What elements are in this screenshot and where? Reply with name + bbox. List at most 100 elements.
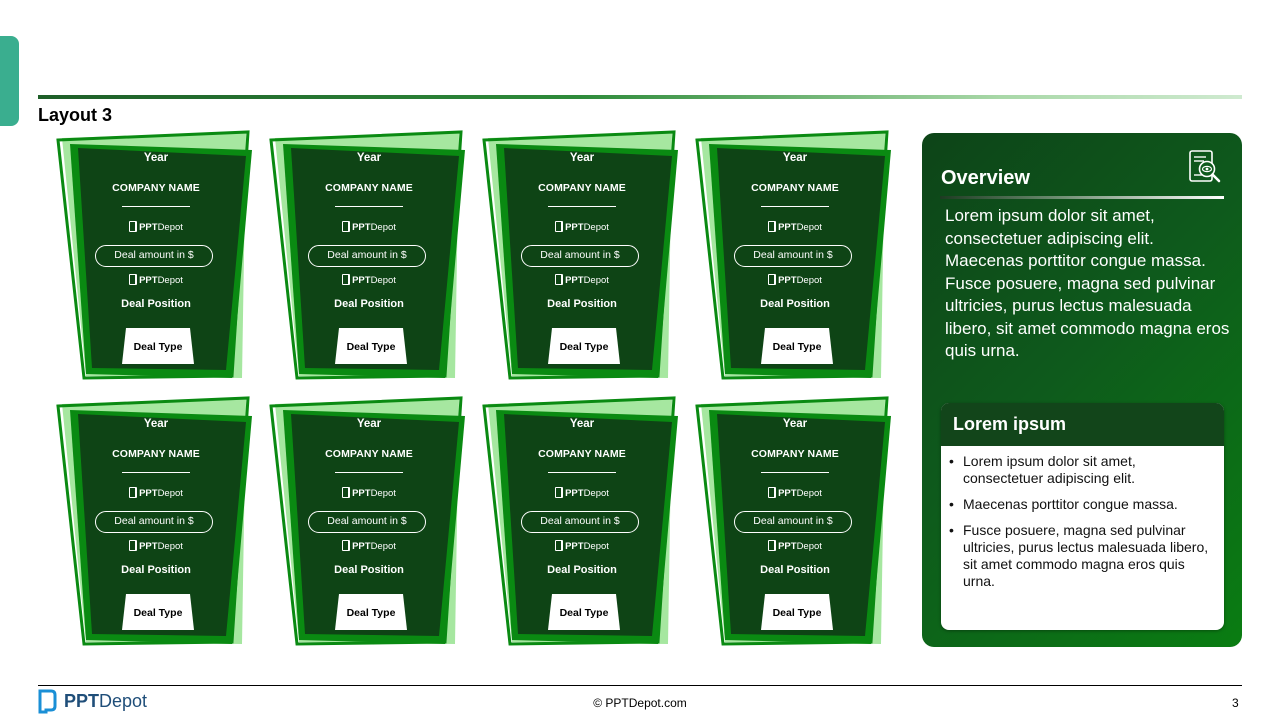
card-logo-light: Depot [583, 488, 609, 499]
card-deal-type-tag: Deal Type [335, 328, 407, 364]
pptdepot-logo-icon [555, 221, 564, 232]
document-search-icon [1189, 150, 1221, 183]
card-logo-light: Depot [370, 222, 396, 233]
card-logo-light: Depot [796, 488, 822, 499]
card-company-name: COMPANY NAME [751, 182, 839, 194]
card-deal-position: Deal Position [760, 564, 830, 576]
card-deal-amount: Deal amount in $ [521, 511, 639, 533]
card-deal-amount: Deal amount in $ [95, 511, 213, 533]
card-partner-logo: PPTDepot [56, 274, 256, 286]
card-logo-bold: PPT [565, 222, 584, 233]
card-logo-light: Depot [157, 222, 183, 233]
card-deal-position: Deal Position [547, 298, 617, 310]
card-year: Year [356, 152, 382, 164]
card-frame [695, 130, 891, 380]
card-company-name: COMPANY NAME [112, 182, 200, 194]
card-partner-logo: PPTDepot [695, 540, 895, 552]
card-logo-bold: PPT [352, 222, 371, 233]
card-year: Year [143, 152, 169, 164]
card-divider [335, 206, 403, 207]
card-logo-bold: PPT [565, 275, 584, 286]
card-company-logo: PPTDepot [56, 487, 256, 499]
card-year: Year [356, 418, 382, 430]
pptdepot-logo-icon [768, 274, 777, 285]
card-company-name: COMPANY NAME [538, 448, 626, 460]
card-company-name: COMPANY NAME [112, 448, 200, 460]
header-gradient-rule [38, 95, 1242, 99]
card-company-logo: PPTDepot [695, 487, 895, 499]
card-deal-amount: Deal amount in $ [308, 511, 426, 533]
card-logo-bold: PPT [139, 275, 158, 286]
card-logo-bold: PPT [778, 488, 797, 499]
pptdepot-logo-icon [129, 221, 138, 232]
card-logo-light: Depot [370, 488, 396, 499]
card-deal-type-tag: Deal Type [548, 594, 620, 630]
lorem-box-title: Lorem ipsum [953, 414, 1067, 434]
card-deal-amount: Deal amount in $ [734, 245, 852, 267]
card-company-logo: PPTDepot [269, 487, 469, 499]
card-logo-light: Depot [583, 222, 609, 233]
card-company-logo: PPTDepot [695, 221, 895, 233]
card-deal-position: Deal Position [334, 564, 404, 576]
card-deal-position: Deal Position [121, 298, 191, 310]
card-logo-light: Depot [157, 541, 183, 552]
pptdepot-logo-icon [342, 221, 351, 232]
pptdepot-logo-icon [129, 487, 138, 498]
deal-type-tag-shape [548, 328, 620, 364]
footer-logo-bold: PPT [64, 691, 100, 711]
overview-panel: Overview Lorem ipsum dolor sit amet, con… [922, 133, 1242, 647]
bullet-item: Lorem ipsum dolor sit amet, consectetuer… [949, 453, 1219, 487]
card-frame [269, 396, 465, 646]
card-logo-light: Depot [583, 275, 609, 286]
card-deal-type: Deal Type [772, 341, 822, 353]
card-partner-logo: PPTDepot [269, 540, 469, 552]
card-logo-light: Depot [796, 541, 822, 552]
lorem-ipsum-box: Lorem ipsum Lorem ipsum dolor sit amet, … [941, 403, 1224, 630]
card-frame [695, 396, 891, 646]
card-partner-logo: PPTDepot [482, 274, 682, 286]
overview-divider [940, 196, 1224, 199]
card-deal-amount: Deal amount in $ [734, 511, 852, 533]
pptdepot-logo-icon [555, 274, 564, 285]
card-deal-position: Deal Position [334, 298, 404, 310]
side-accent-tab [0, 36, 19, 126]
card-logo-bold: PPT [352, 275, 371, 286]
card-company-name: COMPANY NAME [325, 448, 413, 460]
card-year: Year [569, 418, 595, 430]
card-divider [122, 206, 190, 207]
card-logo-bold: PPT [778, 275, 797, 286]
pptdepot-logo-icon [129, 274, 138, 285]
deal-type-tag-shape [761, 328, 833, 364]
pptdepot-logo-icon [342, 274, 351, 285]
card-logo-light: Depot [157, 275, 183, 286]
card-company-name: COMPANY NAME [538, 182, 626, 194]
bullet-item: Maecenas porttitor congue massa. [949, 496, 1219, 513]
card-deal-type: Deal Type [346, 607, 396, 619]
card-year: Year [782, 418, 808, 430]
card-company-logo: PPTDepot [56, 221, 256, 233]
pptdepot-logo-icon [342, 487, 351, 498]
card-deal-amount: Deal amount in $ [521, 245, 639, 267]
overview-body: Lorem ipsum dolor sit amet, consectetuer… [945, 206, 1230, 360]
pptdepot-logo-icon [768, 540, 777, 551]
card-company-name: COMPANY NAME [751, 448, 839, 460]
card-deal-amount: Deal amount in $ [308, 245, 426, 267]
page-number: 3 [1232, 696, 1239, 710]
card-year: Year [782, 152, 808, 164]
card-logo-light: Depot [157, 488, 183, 499]
card-logo-bold: PPT [139, 488, 158, 499]
card-partner-logo: PPTDepot [695, 274, 895, 286]
pptdepot-logo-icon [555, 540, 564, 551]
card-logo-light: Depot [796, 275, 822, 286]
card-deal-type-tag: Deal Type [122, 594, 194, 630]
card-frame [482, 396, 678, 646]
page-title: Layout 3 [38, 105, 113, 125]
card-frame [56, 130, 252, 380]
card-deal-type-tag: Deal Type [761, 328, 833, 364]
card-divider [548, 472, 616, 473]
